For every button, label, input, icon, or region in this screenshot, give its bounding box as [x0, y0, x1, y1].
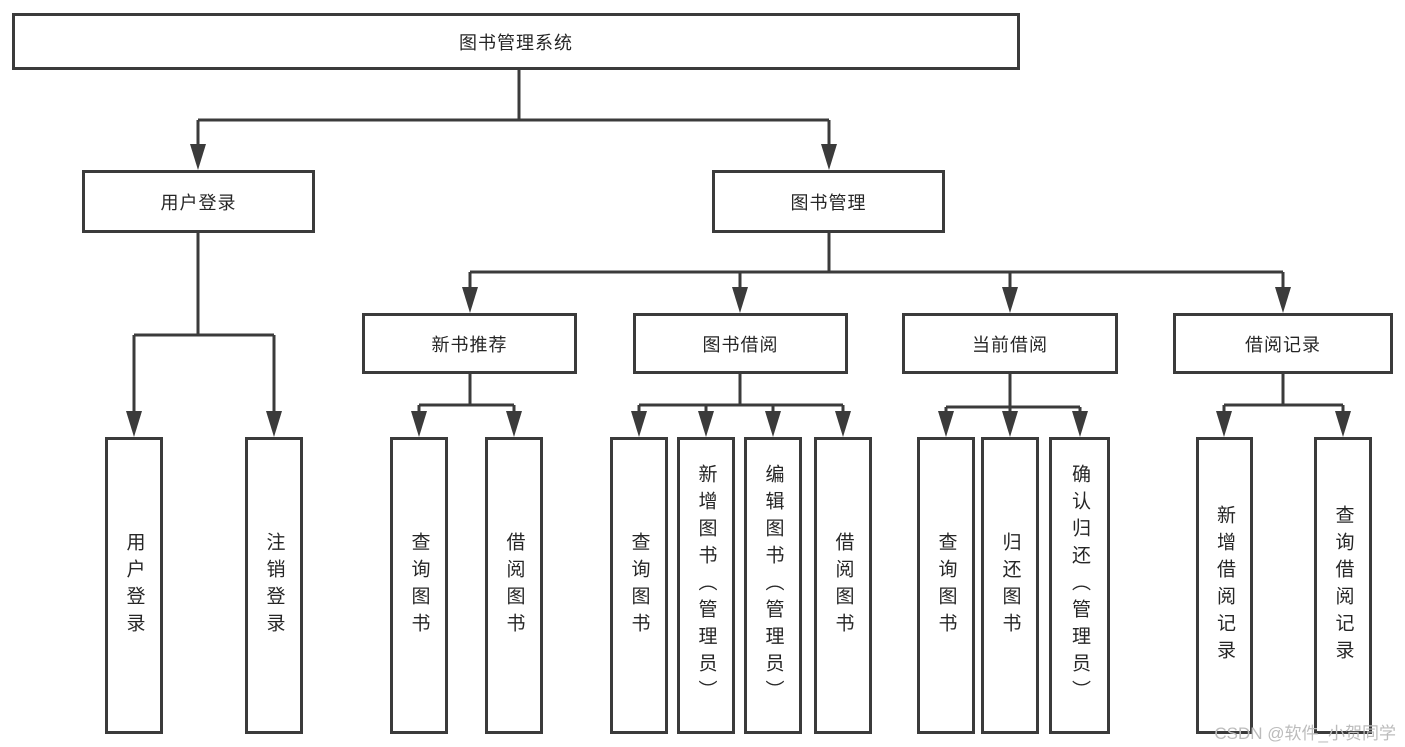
node-borrowing-records: 借阅记录: [1173, 313, 1393, 374]
node-root-system: 图书管理系统: [12, 13, 1020, 70]
node-book-borrowing: 图书借阅: [633, 313, 848, 374]
leaf-confirm-return-admin: 确认归还（管理员）: [1049, 437, 1110, 734]
node-user-login: 用户登录: [82, 170, 315, 233]
connector-root-to-level2: [190, 70, 837, 170]
arrowhead-icon: [190, 144, 206, 170]
connector-line: [132, 233, 276, 425]
leaf-logout: 注销登录: [245, 437, 303, 734]
arrowhead-icon: [732, 287, 748, 313]
connector-user-login-children: [126, 233, 282, 437]
leaf-borrow-books-borrowing: 借阅图书: [814, 437, 872, 734]
arrowhead-icon: [698, 411, 714, 437]
node-current-borrowing: 当前借阅: [902, 313, 1118, 374]
leaf-query-books-current: 查询图书: [917, 437, 975, 734]
connector-line: [637, 374, 845, 425]
arrowhead-icon: [1275, 287, 1291, 313]
connector-current-borrow-children: [938, 374, 1088, 437]
connector-line: [417, 374, 516, 425]
connector-line: [944, 374, 1082, 425]
connector-book-borrow-children: [631, 374, 851, 437]
leaf-query-borrow-record: 查询借阅记录: [1314, 437, 1372, 734]
connector-line: [196, 70, 831, 158]
arrowhead-icon: [1002, 287, 1018, 313]
arrowhead-icon: [411, 411, 427, 437]
arrowhead-icon: [835, 411, 851, 437]
watermark: CSDN @软件_小贺同学: [1214, 724, 1396, 743]
leaf-borrow-books-recommend: 借阅图书: [485, 437, 543, 734]
connector-line: [468, 233, 1285, 301]
arrowhead-icon: [1335, 411, 1351, 437]
arrowhead-icon: [126, 411, 142, 437]
arrowhead-icon: [631, 411, 647, 437]
node-book-management: 图书管理: [712, 170, 945, 233]
arrowhead-icon: [1072, 411, 1088, 437]
connector-book-mgmt-children: [462, 233, 1291, 313]
arrowhead-icon: [462, 287, 478, 313]
connector-new-book-rec-children: [411, 374, 522, 437]
arrowhead-icon: [938, 411, 954, 437]
leaf-user-login: 用户登录: [105, 437, 163, 734]
arrowhead-icon: [765, 411, 781, 437]
node-new-book-recommend: 新书推荐: [362, 313, 577, 374]
leaf-return-books: 归还图书: [981, 437, 1039, 734]
leaf-edit-books-admin: 编辑图书（管理员）: [744, 437, 802, 734]
arrowhead-icon: [506, 411, 522, 437]
arrowhead-icon: [821, 144, 837, 170]
arrowhead-icon: [1216, 411, 1232, 437]
leaf-query-books-borrowing: 查询图书: [610, 437, 668, 734]
leaf-query-books-recommend: 查询图书: [390, 437, 448, 734]
arrowhead-icon: [266, 411, 282, 437]
connector-line: [1222, 374, 1345, 425]
connector-borrow-records-children: [1216, 374, 1351, 437]
leaf-add-books-admin: 新增图书（管理员）: [677, 437, 735, 734]
leaf-add-borrow-record: 新增借阅记录: [1196, 437, 1253, 734]
arrowhead-icon: [1002, 411, 1018, 437]
